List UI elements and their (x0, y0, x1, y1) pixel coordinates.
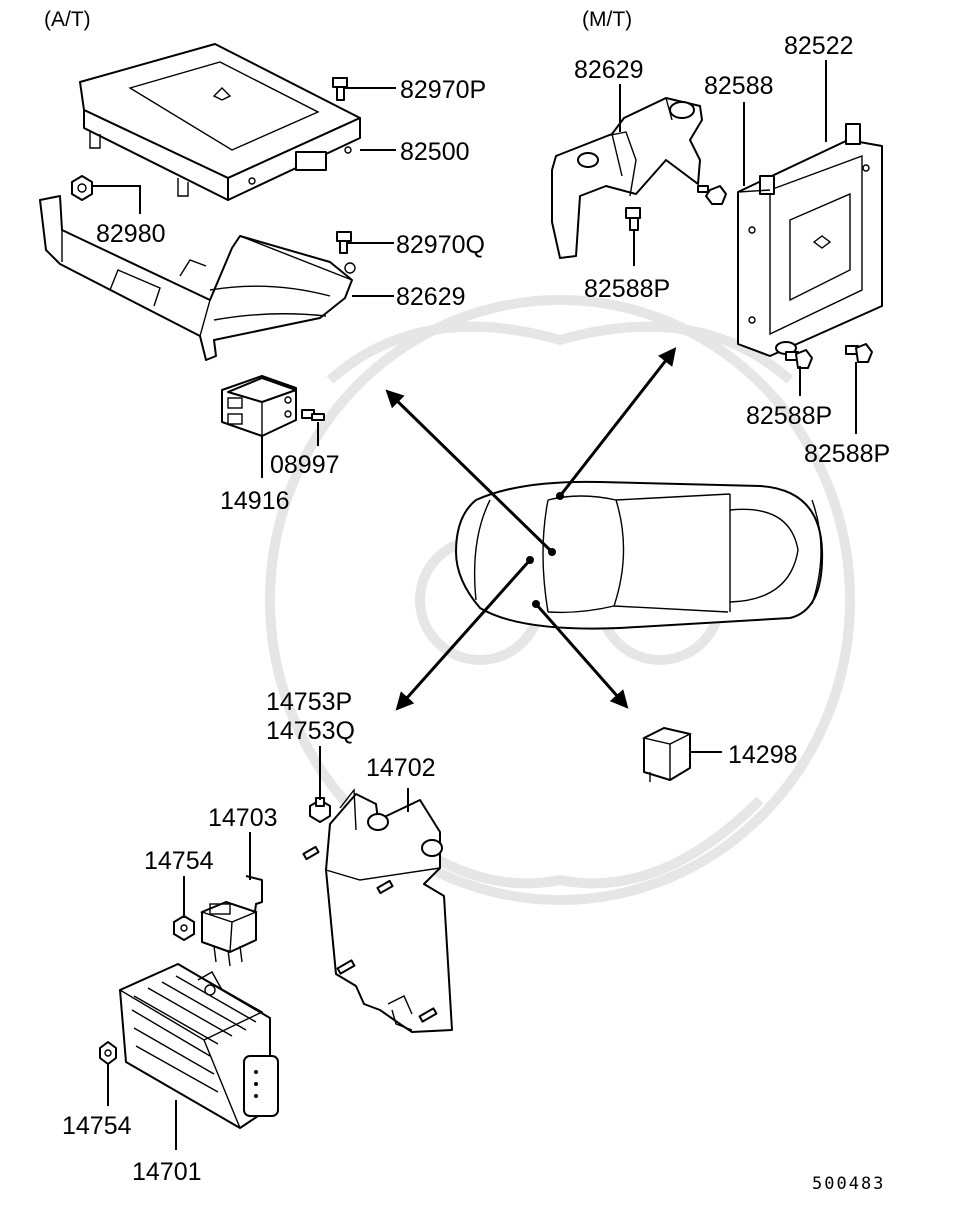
part-label-14916: 14916 (220, 487, 290, 515)
mt-bolt-82588-drawing (697, 185, 727, 205)
part-label-82500: 82500 (400, 138, 470, 166)
at-bolt-drawing (336, 231, 352, 254)
part-label-14753p: 14753P (266, 688, 352, 716)
section-header-at: (A/T) (44, 8, 91, 31)
part-label-82522: 82522 (784, 32, 854, 60)
arrow-to-at-group (385, 389, 554, 554)
mt-bolt-82588p-upper-drawing (625, 207, 641, 231)
mt-bolt-82588p-lower-right-drawing (845, 343, 873, 363)
arrow-origin-dot (532, 600, 540, 608)
relay-14916-drawing (221, 375, 297, 437)
section-header-mt: (M/T) (582, 8, 632, 31)
part-label-82970p: 82970P (400, 76, 486, 104)
part-label-82629-mt: 82629 (574, 56, 644, 84)
module-14701-drawing (118, 963, 279, 1129)
mt-bolt-82588p-lower-left-drawing (785, 349, 813, 369)
mt-bracket-drawing (551, 97, 703, 259)
arrow-origin-dot (556, 492, 564, 500)
part-label-14701: 14701 (132, 1158, 202, 1186)
bracket-14702-drawing (302, 788, 453, 1033)
mt-control-unit-drawing (737, 123, 883, 357)
leader-lines (92, 60, 857, 1150)
relay-14298-drawing (641, 727, 693, 782)
part-label-14702: 14702 (366, 754, 436, 782)
arrow-to-mt-group (558, 347, 677, 497)
part-label-82629-at: 82629 (396, 283, 466, 311)
at-bracket-drawing (39, 195, 356, 361)
part-label-82588p-upper: 82588P (584, 275, 670, 303)
part-label-82588p-lower: 82588P (804, 440, 890, 468)
part-label-08997: 08997 (270, 451, 340, 479)
part-label-82588: 82588 (704, 72, 774, 100)
relay-14703-drawing (200, 875, 263, 967)
arrow-to-relay-14298 (534, 603, 629, 709)
arrow-origin-dot (526, 556, 534, 564)
at-screw-drawing (332, 77, 348, 101)
diagram-code: 500483 (812, 1174, 885, 1194)
part-label-14703: 14703 (208, 804, 278, 832)
part-label-14298: 14298 (728, 741, 798, 769)
part-label-14754-upper: 14754 (144, 847, 214, 875)
part-label-82980: 82980 (96, 220, 166, 248)
part-label-82588p-middle: 82588P (746, 402, 832, 430)
nut-14754-lower-drawing (99, 1041, 117, 1065)
part-label-14754-lower: 14754 (62, 1112, 132, 1140)
arrow-origin-dot (548, 548, 556, 556)
arrow-to-lower-group (395, 559, 532, 711)
screw-08997-drawing (301, 409, 325, 421)
at-control-unit-drawing (79, 43, 361, 201)
nut-14754-upper-drawing (173, 915, 195, 941)
part-label-82970q: 82970Q (396, 231, 485, 259)
bolt-14753-drawing (309, 797, 331, 823)
car-outline-drawing (455, 480, 824, 630)
at-nut-drawing (71, 175, 93, 201)
part-label-14753q: 14753Q (266, 717, 355, 745)
